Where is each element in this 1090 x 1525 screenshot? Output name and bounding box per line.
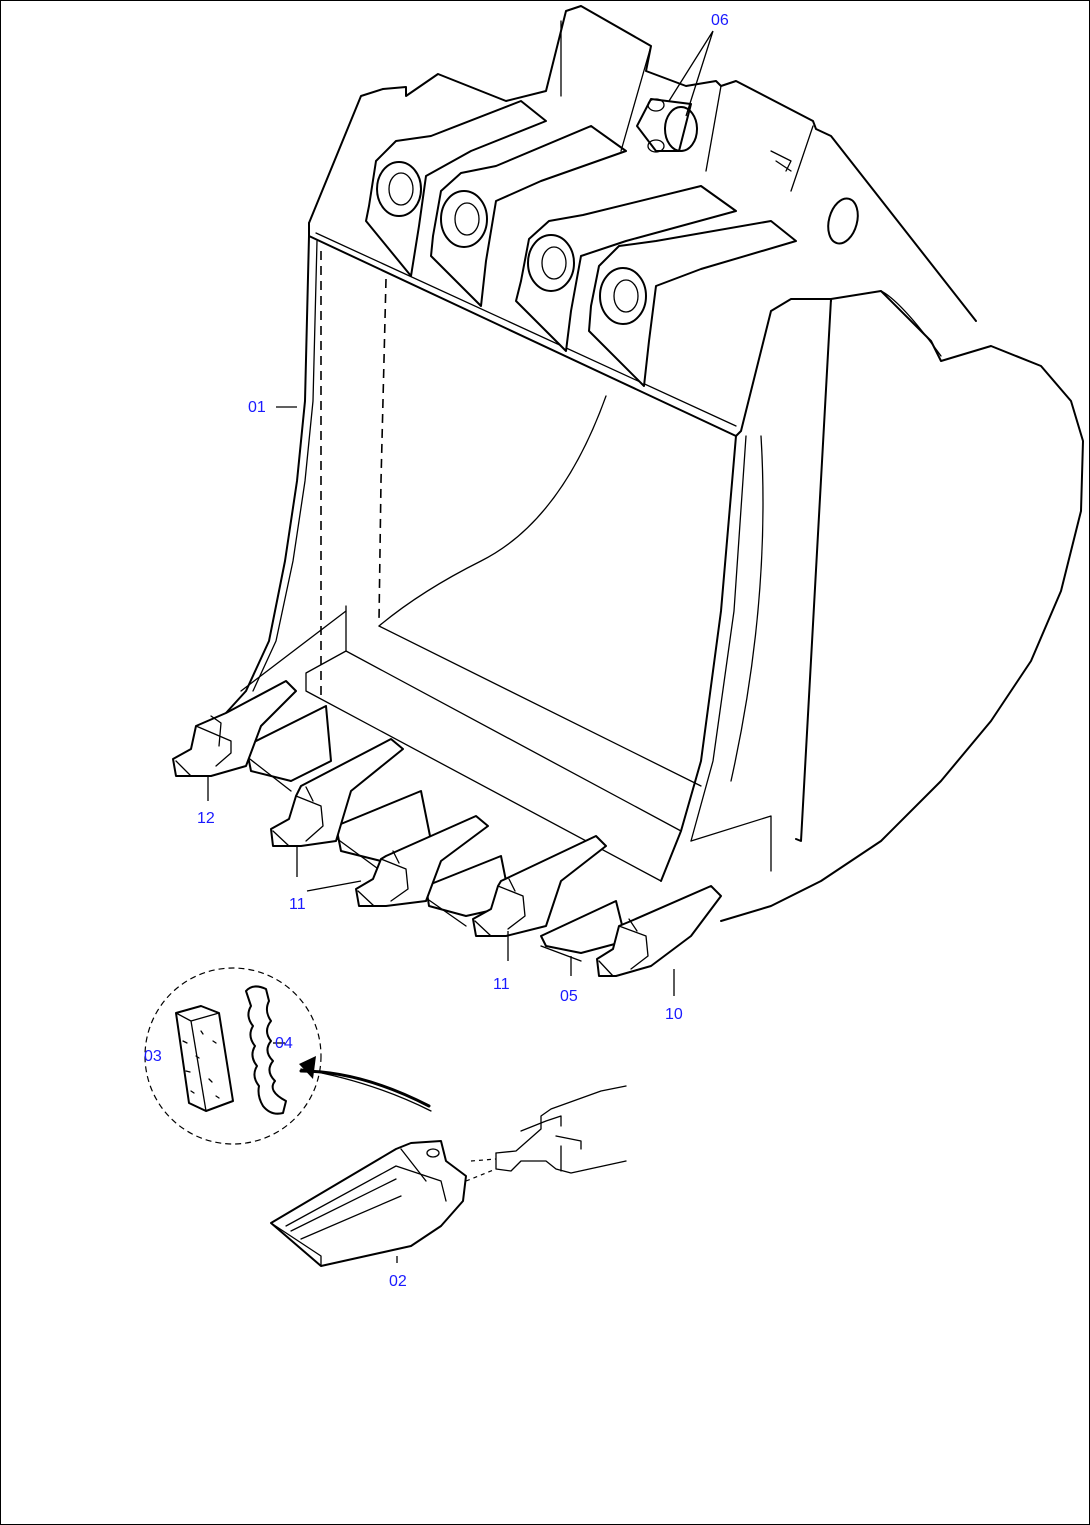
callout-03: 03: [144, 1048, 162, 1065]
callout-06: 06: [711, 12, 729, 29]
callout-11-right: 11: [493, 976, 510, 993]
callout-11-left: 11: [289, 896, 306, 913]
callout-labels: 01 06 12 11 11 05 10 03 04 02: [144, 12, 729, 1290]
mounting-lugs: [365, 20, 814, 387]
callout-02: 02: [389, 1273, 407, 1290]
cutting-edge-segments: [245, 705, 627, 962]
detail-circle: [144, 967, 432, 1145]
callout-10: 10: [665, 1006, 683, 1023]
bucket-body: [225, 5, 1084, 922]
tooth-adapters: [172, 680, 722, 977]
leader-lines: [207, 30, 714, 1263]
callout-05: 05: [560, 988, 578, 1005]
exploded-tooth: [270, 1085, 627, 1267]
pin-06: [636, 98, 698, 153]
callout-01: 01: [248, 399, 266, 416]
callout-12: 12: [197, 810, 215, 827]
callout-04: 04: [275, 1035, 293, 1052]
